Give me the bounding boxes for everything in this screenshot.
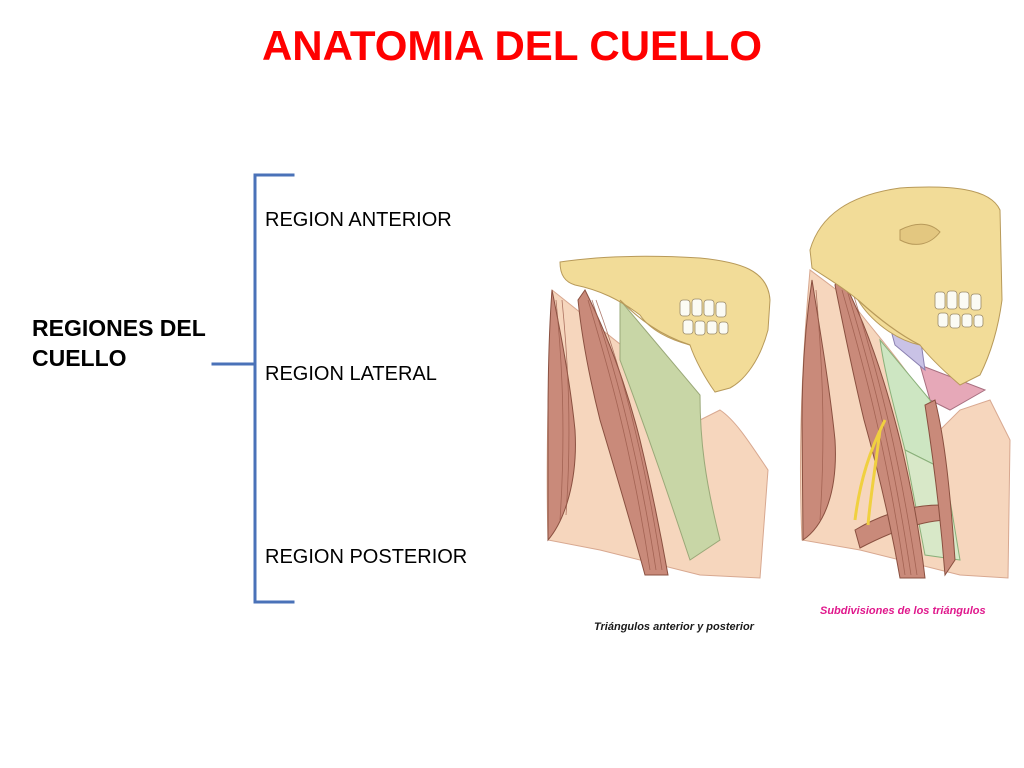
trapezius-muscle-shape <box>547 289 576 542</box>
region-posterior-label: REGION POSTERIOR <box>265 546 468 568</box>
skull-mandible-shape <box>559 255 771 393</box>
neck2-skin-shape <box>799 269 1011 579</box>
carotid-triangle-shape <box>879 338 946 471</box>
sternocleidomastoid2-shape <box>834 273 926 579</box>
figure-caption-triangles: Triángulos anterior y posterior <box>594 621 754 633</box>
omohyoid-muscle-shape <box>854 504 946 549</box>
region-lateral-label: REGION LATERAL <box>265 363 437 385</box>
trapezius2-muscle-shape <box>801 279 836 541</box>
region-anterior-label: REGION ANTERIOR <box>265 209 452 231</box>
figure-caption-subdivisions: Subdivisiones de los triángulos <box>820 605 986 617</box>
submandibular-triangle-shape <box>919 364 987 411</box>
root-node-label: REGIONES DEL CUELLO <box>32 313 252 373</box>
root-node-line-2: CUELLO <box>32 345 127 371</box>
sternocleidomastoid-shape <box>577 289 669 576</box>
muscular-triangle-shape <box>904 449 961 561</box>
infrahyoid-muscle-shape <box>924 399 956 577</box>
anterior-triangle-shape <box>619 298 721 561</box>
neck-skin-shape <box>546 288 769 579</box>
skull2-mandible-shape <box>809 186 1003 386</box>
root-node-line-1: REGIONES DEL <box>32 315 206 341</box>
digastric-region-shape <box>879 289 926 372</box>
page-title: ANATOMIA DEL CUELLO <box>261 22 763 69</box>
